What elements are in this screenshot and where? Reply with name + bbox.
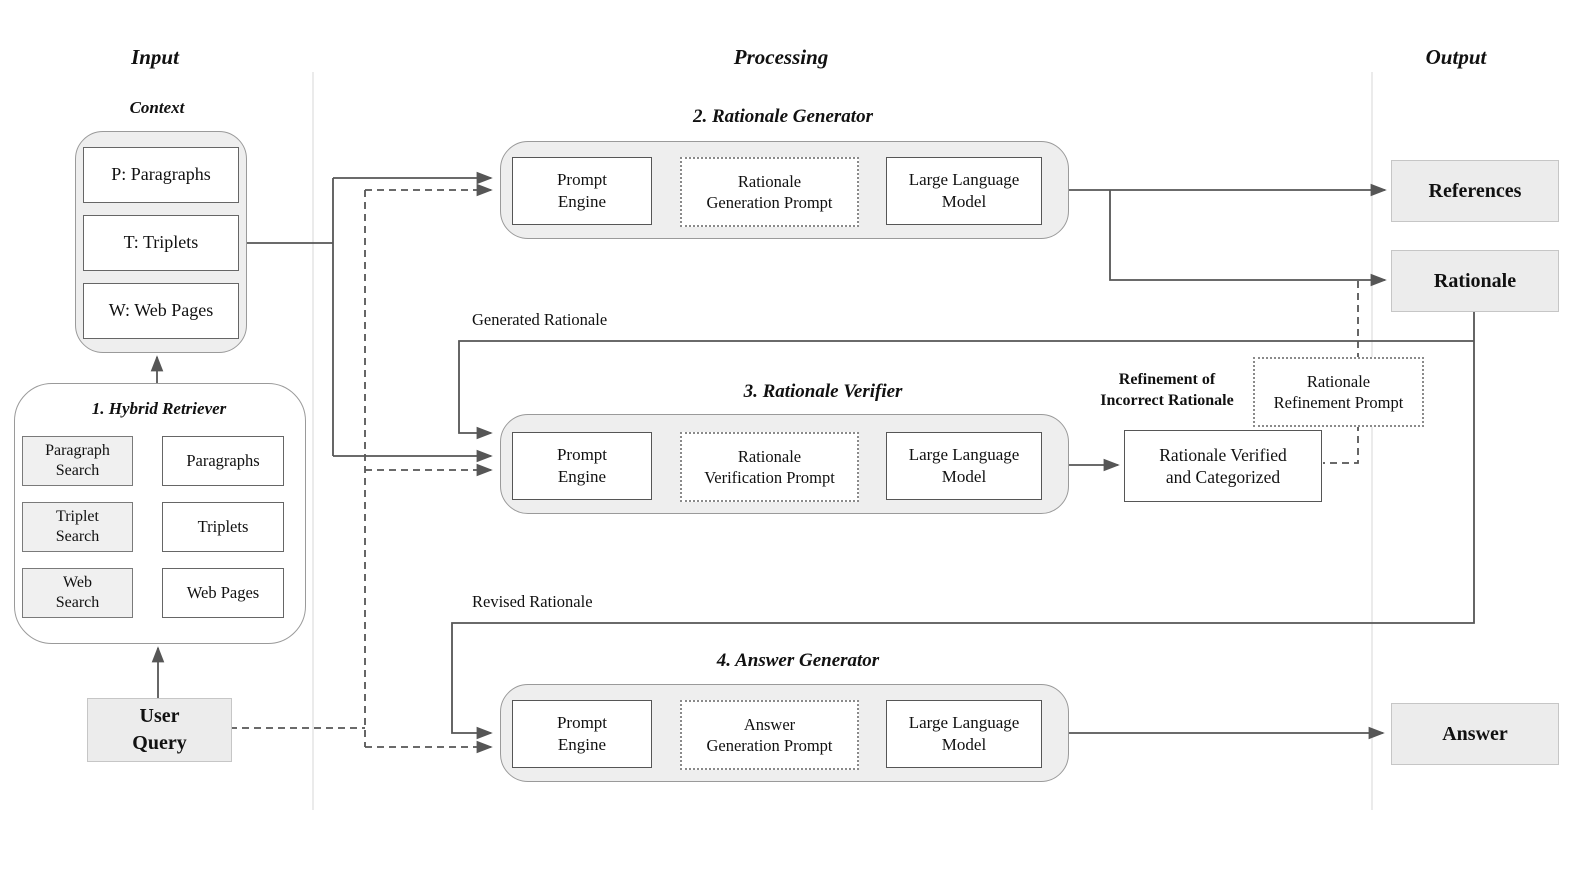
context-item-webpages: W: Web Pages — [83, 283, 239, 339]
rationale-output-box: Rationale — [1391, 250, 1559, 312]
input-header: Input — [131, 45, 179, 69]
wire-generated-rationale — [458, 340, 1474, 440]
processing-header: Processing — [733, 45, 829, 69]
context-label: Context — [129, 98, 185, 117]
refinement-note: Refinement of Incorrect Rationale — [1100, 371, 1234, 409]
rationale-verifier-title: 3. Rationale Verifier — [743, 381, 903, 402]
rationale-generation-prompt-box: Rationale Generation Prompt — [680, 157, 859, 227]
ag-prompt-engine-box: Prompt Engine — [512, 700, 652, 768]
wire-verified-to-refinement — [1323, 424, 1359, 464]
context-item-paragraphs: P: Paragraphs — [83, 147, 239, 203]
paragraphs-result-box: Paragraphs — [162, 436, 284, 486]
references-output-box: References — [1391, 160, 1559, 222]
ag-llm-box: Large Language Model — [886, 700, 1042, 768]
output-header: Output — [1425, 45, 1487, 69]
answer-generator-title: 4. Answer Generator — [716, 650, 880, 671]
paragraph-search-box: Paragraph Search — [22, 436, 133, 486]
rationale-verification-prompt-box: Rationale Verification Prompt — [680, 432, 859, 502]
wire-rg-to-rationale — [1109, 190, 1387, 287]
rationale-verified-box: Rationale Verified and Categorized — [1124, 430, 1322, 502]
rg-llm-box: Large Language Model — [886, 157, 1042, 225]
rv-llm-box: Large Language Model — [886, 432, 1042, 500]
triplets-result-box: Triplets — [162, 502, 284, 552]
rv-prompt-engine-box: Prompt Engine — [512, 432, 652, 500]
context-item-triplets: T: Triplets — [83, 215, 239, 271]
rationale-refinement-prompt-box: Rationale Refinement Prompt — [1253, 357, 1424, 427]
answer-generation-prompt-box: Answer Generation Prompt — [680, 700, 859, 770]
revised-rationale-label: Revised Rationale — [472, 592, 593, 611]
web-search-box: Web Search — [22, 568, 133, 618]
input-processing-divider — [312, 72, 314, 810]
answer-output-box: Answer — [1391, 703, 1559, 765]
rg-prompt-engine-box: Prompt Engine — [512, 157, 652, 225]
webpages-result-box: Web Pages — [162, 568, 284, 618]
user-query-box: User Query — [87, 698, 232, 762]
processing-output-divider — [1371, 72, 1373, 810]
rationale-generator-title: 2. Rationale Generator — [693, 106, 873, 127]
wire-revised-rationale — [451, 310, 1475, 740]
triplet-search-box: Triplet Search — [22, 502, 133, 552]
generated-rationale-label: Generated Rationale — [472, 310, 608, 329]
hybrid-retriever-title: 1. Hybrid Retriever — [91, 399, 227, 418]
